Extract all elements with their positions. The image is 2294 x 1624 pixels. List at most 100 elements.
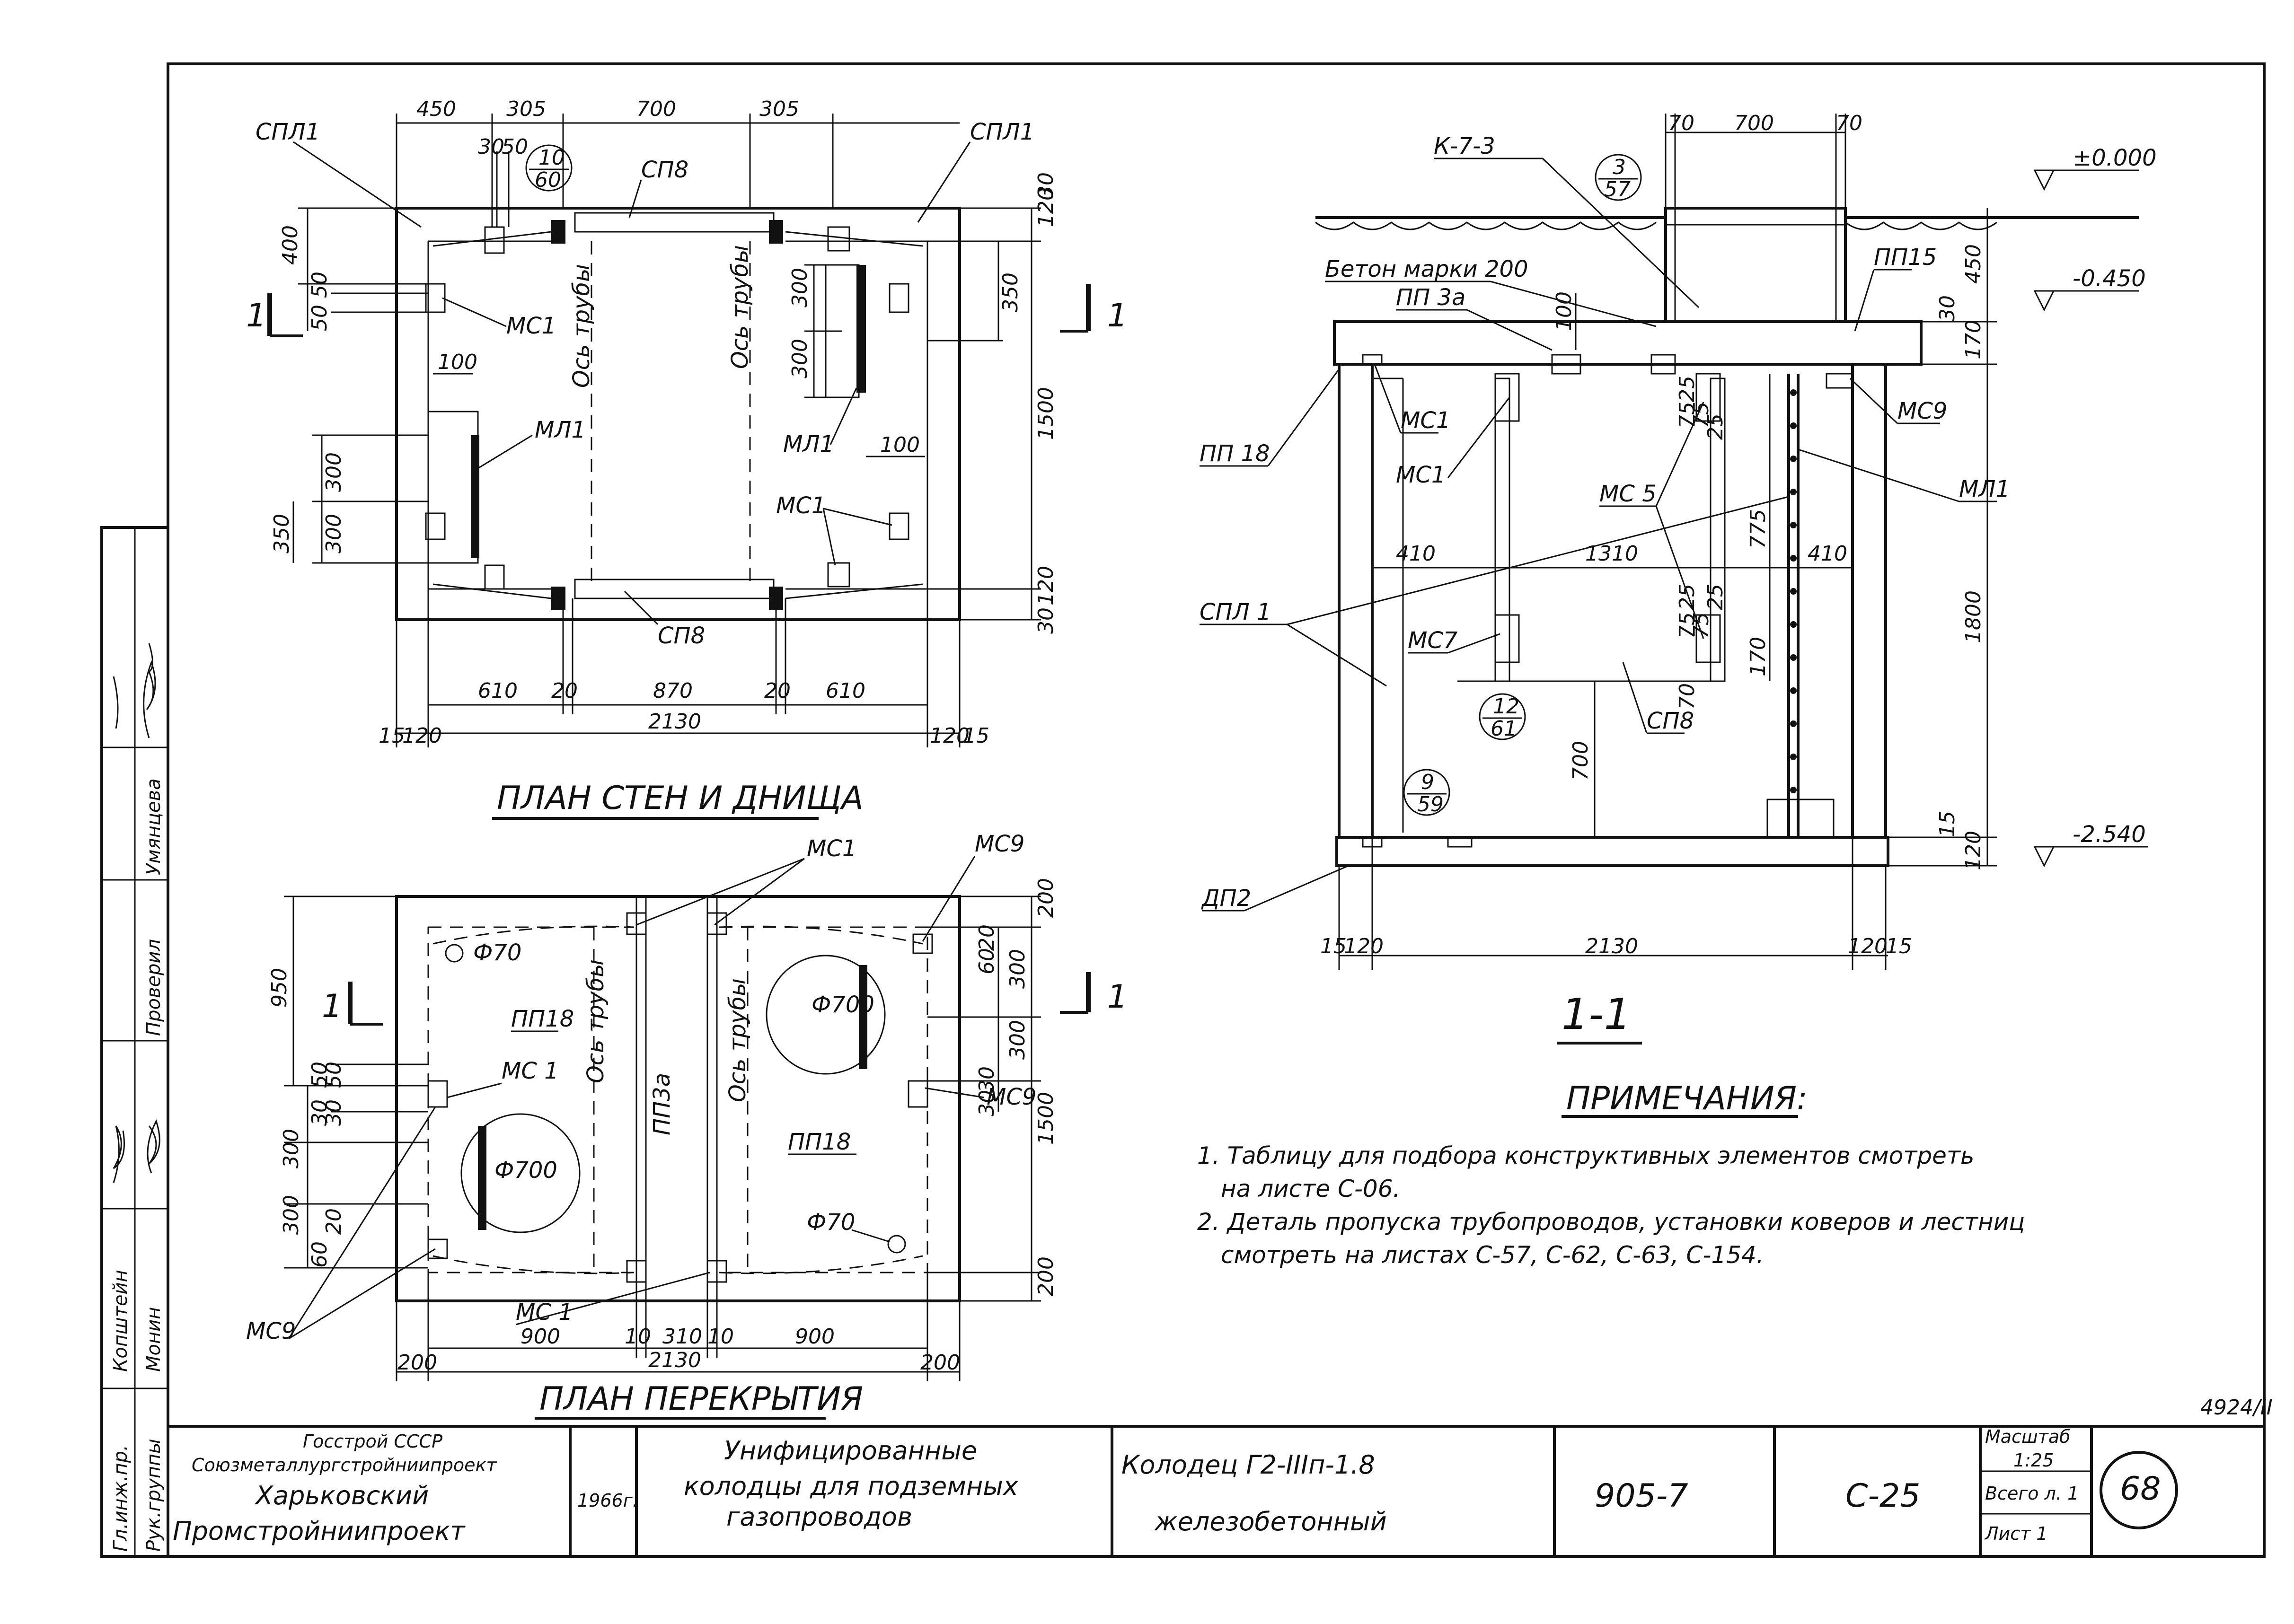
sec-ref-a-top: 3 (1613, 155, 1626, 179)
sec-ref-b-top: 12 (1493, 694, 1519, 719)
pw-mc1-a: МС1 (506, 313, 556, 339)
pc-section-mark-right: 1 (1107, 978, 1128, 1016)
sec-right-dim-3: 170 (1961, 320, 1985, 360)
pw-sp8-bottom: СП8 (658, 623, 705, 649)
pc-phi700-a: Ф700 (494, 1157, 557, 1184)
pw-sp8-top: СП8 (641, 157, 688, 183)
sec-inner-dim-6: 775 (1746, 509, 1770, 549)
stamp-drawing-2: железобетонный (1154, 1507, 1387, 1536)
sp8-bottom-slab (574, 579, 775, 599)
sec-inner-dim-4: 75 (1689, 402, 1713, 428)
notes: ПРИМЕЧАНИЯ: 1. Таблицу для подбора конст… (1197, 1080, 2025, 1269)
pw-bottom-total: 2130 (648, 710, 701, 734)
pc-left-dim-6: 300 (279, 1129, 303, 1168)
sec-inner-dim-5: 25 (1703, 413, 1728, 440)
sec-level-2: -0.450 (2073, 265, 2146, 292)
sec-inner-dim-1: 100 (1552, 291, 1576, 331)
sec-bottom-dim-3: 2130 (1585, 934, 1638, 958)
sec-pp18: ПП 18 (1200, 440, 1270, 467)
side-role-1: Гл.инж.пр. (110, 1445, 132, 1552)
sec-right-dim-5: 15 (1935, 811, 1959, 837)
sec-inner-dim-8: 1310 (1585, 542, 1638, 566)
pc-left-dim-5: 30 (322, 1099, 346, 1126)
pw-bottom-dim-1: 610 (478, 679, 518, 703)
sec-top-dim-2: 700 (1734, 111, 1774, 135)
sp8-top-slab (574, 212, 775, 233)
pw-left-dim-7: 300 (322, 514, 346, 553)
sec-top-dim-3: 70 (1836, 111, 1862, 135)
pw-section-mark-right: 1 (1107, 297, 1128, 334)
pw-section-mark-left: 1 (246, 297, 266, 334)
sec-ref-a (1595, 154, 1642, 201)
plan-walls-axis-2: Ось трубы (727, 245, 753, 369)
pc-phi700-b: Ф700 (812, 992, 874, 1018)
sec-ref-c-top: 9 (1421, 770, 1434, 794)
pc-left-dim-4: 30 (308, 1099, 332, 1126)
stamp-sheet: Лист 1 (1984, 1523, 2048, 1544)
sheet-frame (167, 62, 2266, 1558)
sec-bottom-dim-4: 120 (1848, 934, 1888, 958)
sec-ml1: МЛ1 (1959, 476, 2010, 502)
sec-ref-a-bottom: 57 (1604, 177, 1631, 202)
pw-sub-dim-1: 30 (478, 135, 504, 159)
pc-right-dim-7: 30 (975, 1090, 999, 1116)
pw-sub-dim-2: 50 (502, 135, 528, 159)
stamp-project-1: Унифицированные (724, 1436, 977, 1466)
sec-right-dim-4: 1800 (1961, 590, 1985, 643)
pw-right-dim-6: 30 (1034, 607, 1058, 634)
sec-inner-dim-13: 25 (1703, 584, 1728, 610)
plan-cover: Ось трубы Ось трубы МС1 МС9 Ф70 ПП18 МС … (246, 831, 1128, 1420)
pc-axis-1: Ось трубы (582, 959, 609, 1083)
sec-right-dim-6: 120 (1961, 831, 1985, 870)
pc-right-dim-1: 200 (1034, 878, 1058, 918)
pc-phi70-b: Ф70 (807, 1209, 855, 1236)
plan-walls: Ось трубы Ось трубы 450 305 700 305 30 5… (246, 97, 1128, 820)
sec-pp15: ПП15 (1874, 244, 1937, 271)
sec-top-dim-1: 70 (1668, 111, 1694, 135)
pw-ref-bottom: 60 (535, 168, 561, 192)
sec-mc9: МС9 (1897, 398, 1947, 424)
pc-bottom-dim-1: 900 (521, 1325, 560, 1349)
sheet-number-circle (2100, 1451, 2178, 1529)
sec-spl1: СПЛ 1 (1200, 599, 1271, 625)
sec-inner-dim-16: 700 (1569, 741, 1593, 781)
pc-right-dim-2: 20 (975, 924, 999, 951)
sec-level-1: ±0.000 (2073, 145, 2157, 171)
title-block: Госстрой СССР Союзметаллургстройниипроек… (168, 1425, 2264, 1556)
pw-left-dim-5: 300 (322, 452, 346, 492)
pc-right-dim-3: 60 (975, 948, 999, 974)
pc-mc1-top: МС1 (807, 835, 856, 862)
sec-wall-left (1338, 363, 1374, 839)
sec-inner-dim-7: 410 (1396, 542, 1436, 566)
sec-wall-right (1851, 363, 1887, 839)
pw-ml1-right: МЛ1 (783, 431, 834, 457)
pw-spl1-left: СПЛ1 (256, 119, 320, 145)
pc-bottom-edge-1: 200 (397, 1351, 437, 1375)
sec-inner-dim-2: 25 (1675, 376, 1699, 402)
notes-line-4: смотреть на листах С-57, С-62, С-63, С-1… (1221, 1241, 1764, 1269)
pw-ref-top: 10 (538, 146, 565, 170)
pw-spl1-right: СПЛ1 (970, 119, 1034, 145)
pc-right-dim-8: 1500 (1034, 1092, 1058, 1145)
stamp-drawing-1: Колодец Г2-IIIп-1.8 (1121, 1450, 1375, 1480)
sec-pp3a: ПП 3а (1396, 284, 1465, 311)
pc-left-dim-3: 50 (322, 1062, 346, 1088)
pc-mc9-right: МС9 (987, 1084, 1036, 1110)
sec-mc5: МС 5 (1599, 481, 1657, 507)
pc-hatch-circle-a (460, 1113, 581, 1233)
side-stamp-texts: Гл.инж.пр. Рук.группы Копштейн Монин Про… (110, 778, 165, 1552)
signature-4 (113, 676, 119, 729)
stamp-org-4: Промстройниипроект (173, 1516, 466, 1546)
sec-concrete-block (1766, 799, 1835, 838)
sec-mc1-b: МС1 (1396, 462, 1446, 488)
pc-bottom-dim-2: 10 (625, 1325, 651, 1349)
pw-right-dim-2: 30 (1034, 172, 1058, 199)
pw-bottom-edge-2: 120 (402, 724, 442, 748)
pw-ref-circle (525, 144, 573, 192)
sec-ref-c (1403, 769, 1450, 816)
pw-ml1-left: МЛ1 (535, 417, 586, 443)
side-role-5: Проверил (143, 939, 165, 1036)
sec-concrete: Бетон марки 200 (1325, 256, 1528, 282)
pw-top-dim-2: 305 (506, 97, 546, 121)
notes-line-1: 1. Таблицу для подбора конструктивных эл… (1197, 1142, 1974, 1169)
